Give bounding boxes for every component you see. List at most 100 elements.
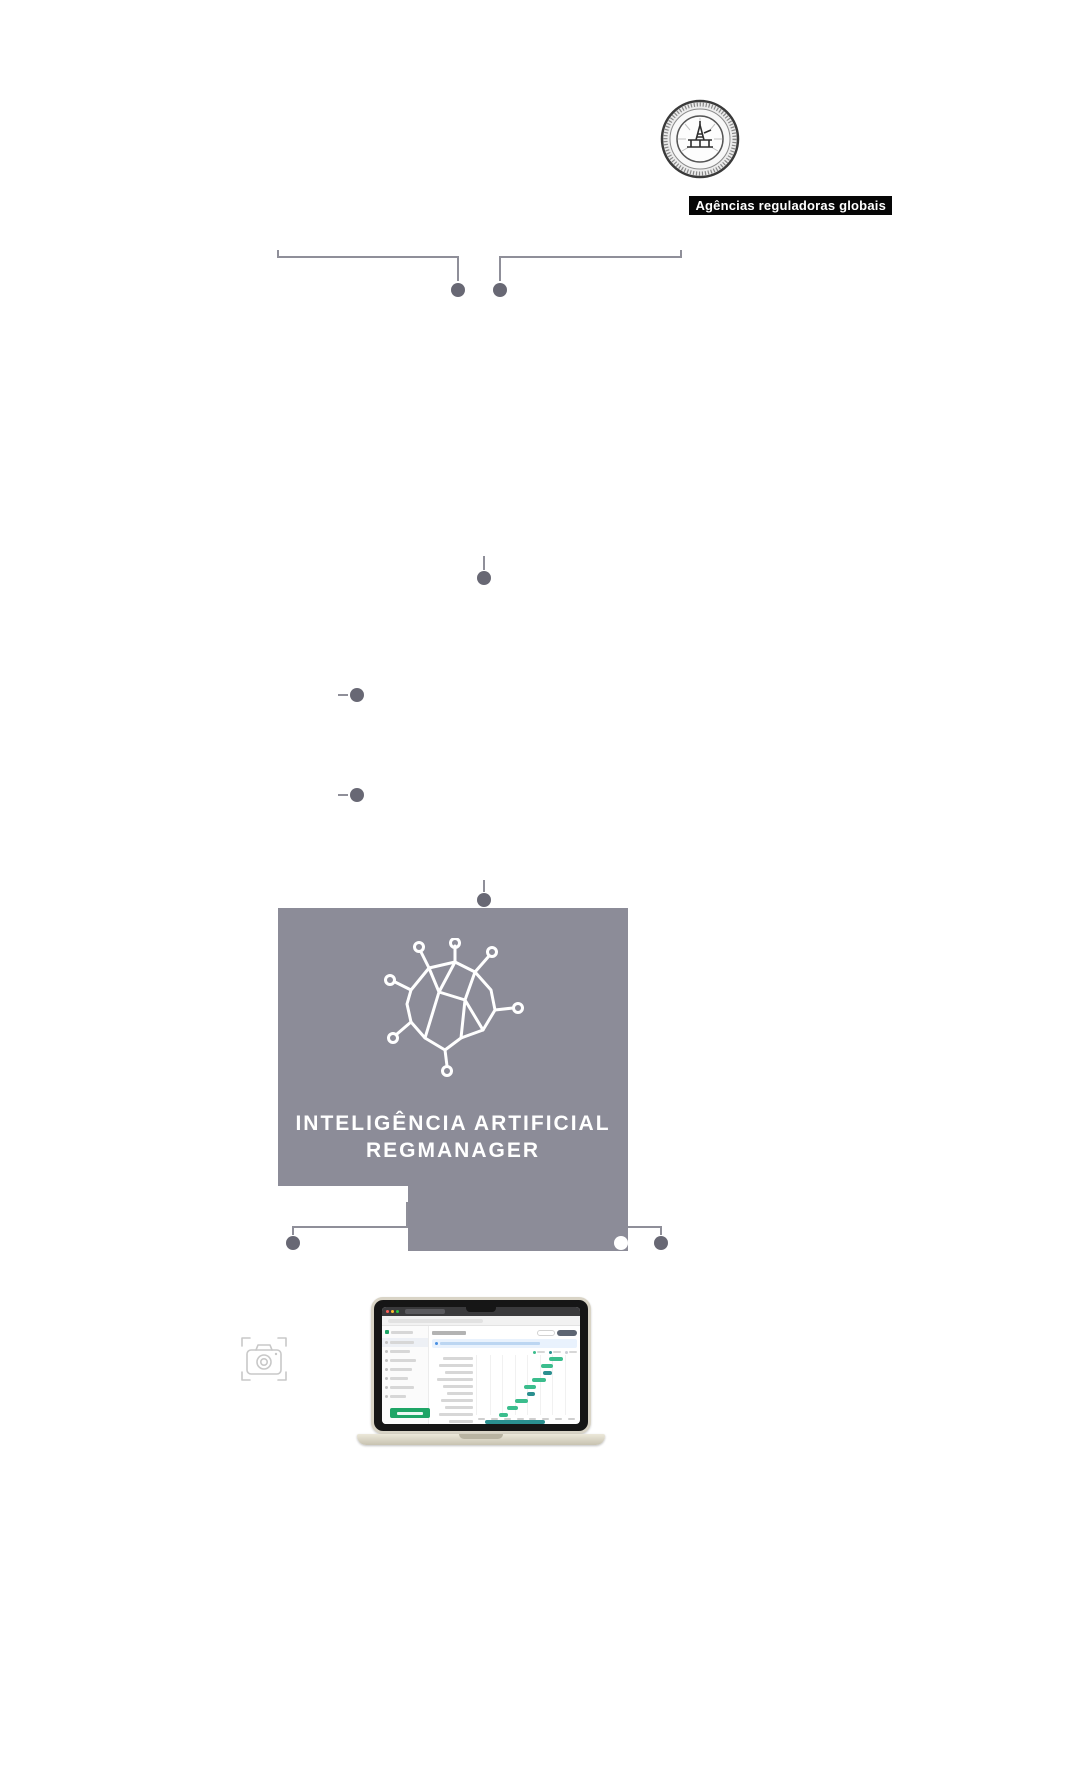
browser-tab — [405, 1309, 445, 1314]
gantt-bar — [549, 1356, 563, 1361]
gantt-date-axis — [432, 1415, 577, 1422]
header-actions — [537, 1330, 577, 1336]
gantt-row — [477, 1362, 577, 1369]
seal-icon — [660, 99, 740, 179]
camera-icon — [240, 1334, 288, 1384]
gantt-row — [477, 1418, 577, 1424]
axis-tick-skeleton — [490, 1417, 498, 1420]
green-badge — [390, 1408, 430, 1418]
gantt-row-label-skeleton — [443, 1357, 473, 1360]
sidebar-item-icon — [385, 1359, 388, 1362]
gantt-bar — [532, 1377, 546, 1382]
connector-dot — [493, 283, 507, 297]
app-logo — [382, 1328, 428, 1338]
legend-dot-icon — [565, 1350, 568, 1354]
laptop-screen — [382, 1307, 580, 1424]
gridline — [552, 1355, 553, 1415]
sidebar-item — [382, 1374, 428, 1383]
axis-tick-skeleton — [478, 1417, 485, 1420]
gantt-row — [477, 1376, 577, 1383]
sidebar-item-label-skeleton — [390, 1395, 406, 1398]
axis-tick-skeleton — [516, 1417, 524, 1420]
gantt-bar — [524, 1384, 536, 1389]
gantt-row — [477, 1355, 577, 1362]
gridline — [502, 1355, 503, 1415]
sidebar-item — [382, 1338, 428, 1347]
connector-dot — [286, 1236, 300, 1250]
laptop-base — [357, 1434, 605, 1445]
connector-dot — [350, 688, 364, 702]
app-header — [432, 1328, 577, 1338]
traffic-light-close-icon — [386, 1310, 389, 1313]
ai-box-title-line2: REGMANAGER — [365, 1139, 540, 1162]
axis-tick-skeleton — [567, 1417, 575, 1420]
sidebar-item — [382, 1365, 428, 1374]
sidebar-item-label-skeleton — [390, 1386, 414, 1389]
gantt-row-label — [432, 1390, 476, 1397]
sidebar-item-label-skeleton — [390, 1359, 416, 1362]
gantt-bar — [499, 1412, 508, 1417]
legend-label-skeleton — [569, 1351, 577, 1353]
laptop-mockup — [371, 1297, 591, 1434]
sidebar-item-icon — [385, 1350, 388, 1353]
gantt-bar — [541, 1363, 553, 1368]
gantt-row — [477, 1404, 577, 1411]
sidebar-item-label-skeleton — [390, 1341, 414, 1344]
gantt-row-label-skeleton — [447, 1392, 473, 1395]
gantt-row-label-skeleton — [437, 1378, 473, 1381]
app-logo-text — [391, 1330, 413, 1334]
gantt-row-label — [432, 1369, 476, 1376]
legend-dot-icon — [549, 1350, 552, 1354]
laptop-bezel — [374, 1300, 588, 1431]
info-icon — [435, 1342, 438, 1345]
browser-address-bar — [382, 1316, 580, 1326]
legend-label-skeleton — [553, 1351, 561, 1353]
sidebar-item-label-skeleton — [390, 1350, 410, 1353]
connector-dot — [451, 283, 465, 297]
legend-dot-icon — [533, 1350, 536, 1354]
gantt-row-label — [432, 1411, 476, 1418]
gantt-row — [477, 1383, 577, 1390]
banner-text-skeleton — [440, 1342, 540, 1345]
sidebar-item — [382, 1347, 428, 1356]
gridline — [489, 1355, 491, 1415]
connector-dot — [350, 788, 364, 802]
gantt-row-label-skeleton — [449, 1420, 473, 1423]
gantt-bar — [515, 1398, 528, 1403]
gantt-bar — [527, 1391, 535, 1396]
sidebar-item-icon — [385, 1395, 388, 1398]
gantt-row — [477, 1369, 577, 1376]
chart-legend — [432, 1349, 577, 1355]
gantt-row-label — [432, 1355, 476, 1362]
connector-dot — [477, 893, 491, 907]
gantt-row-label — [432, 1376, 476, 1383]
legend-label-skeleton — [537, 1351, 545, 1353]
gantt-bar — [507, 1405, 518, 1410]
gantt-row-label-skeleton — [441, 1399, 473, 1402]
gridline — [564, 1355, 566, 1415]
page-title-skeleton — [432, 1331, 466, 1335]
info-banner — [432, 1339, 577, 1348]
badge-text-skeleton — [397, 1411, 423, 1415]
axis-tick-skeleton — [503, 1417, 511, 1420]
sidebar-item-icon — [385, 1377, 388, 1380]
gantt-row — [477, 1397, 577, 1404]
connector-dot — [477, 571, 491, 585]
traffic-light-maximize-icon — [396, 1310, 399, 1313]
app-main — [429, 1326, 580, 1424]
gantt-chart — [432, 1355, 577, 1424]
laptop-camera-notch — [466, 1307, 496, 1312]
gridline — [514, 1355, 516, 1415]
gantt-row-label-skeleton — [439, 1364, 473, 1367]
legend-item — [533, 1350, 545, 1354]
sidebar-item-label-skeleton — [390, 1377, 408, 1380]
ai-box-title-line1: INTELIGÊNCIA ARTIFICIAL — [295, 1112, 611, 1135]
gantt-row-label — [432, 1397, 476, 1404]
primary-button — [557, 1330, 577, 1336]
gantt-row-label — [432, 1383, 476, 1390]
gantt-plot-area — [476, 1355, 577, 1424]
gantt-row-label — [432, 1362, 476, 1369]
agencies-label: Agências reguladoras globais — [689, 196, 892, 215]
